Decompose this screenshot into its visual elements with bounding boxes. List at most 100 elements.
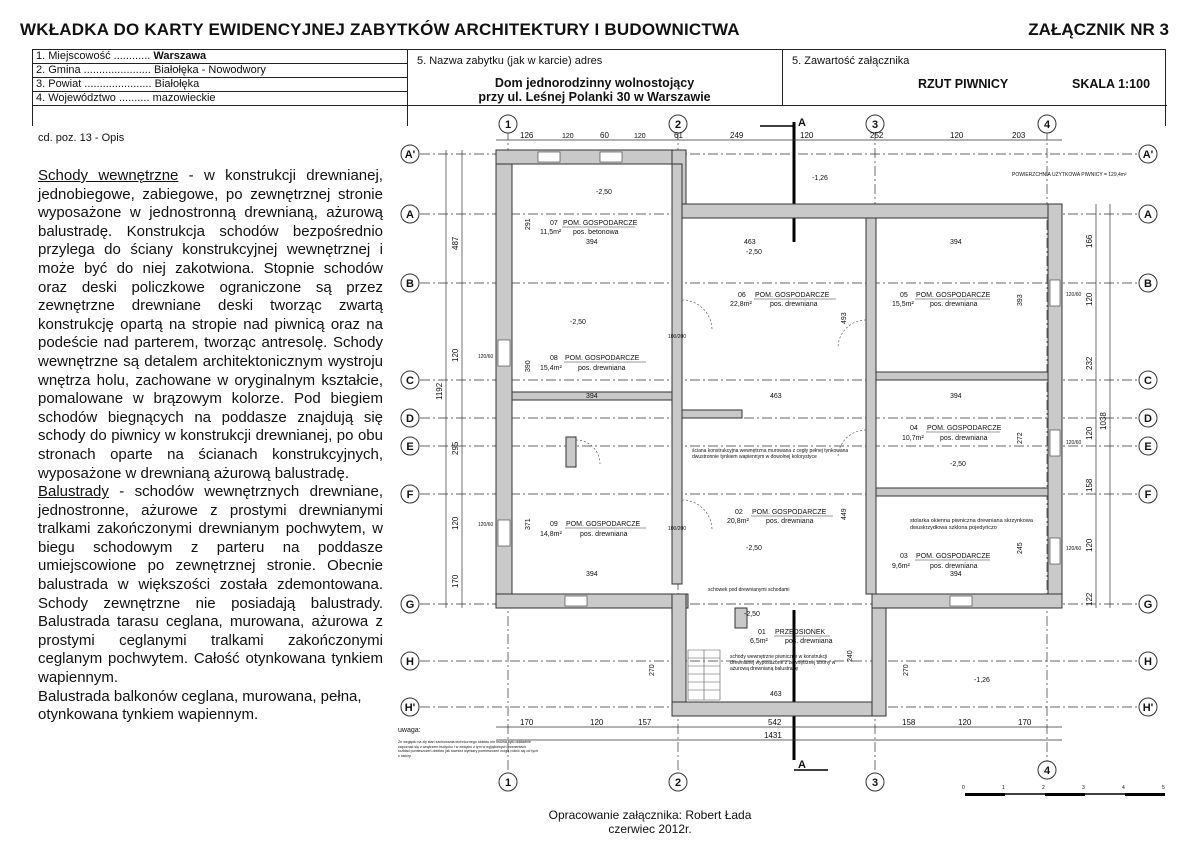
room-08: 08 POM. GOSPODARCZE 15,4m² pos. drewnian… bbox=[540, 355, 646, 372]
dim-text: 394 bbox=[586, 393, 598, 400]
wall-inner-f-right bbox=[875, 487, 1049, 497]
dim-text: 170 bbox=[520, 718, 534, 727]
dim-text: 390 bbox=[525, 360, 532, 372]
level-mark: -2,50 bbox=[744, 611, 760, 618]
storage-note: schowek pod drewnianymi schodami bbox=[708, 587, 789, 593]
dim-text: 463 bbox=[744, 239, 756, 246]
scale-tick: 3 bbox=[1082, 785, 1085, 791]
dim-text: 203 bbox=[1012, 131, 1026, 140]
wall-stair-east bbox=[871, 593, 887, 717]
wall-south-left bbox=[495, 593, 689, 609]
room-06: 06 POM. GOSPODARCZE 22,8m² pos. drewnian… bbox=[730, 292, 836, 308]
svg-text:03: 03 bbox=[900, 553, 908, 560]
svg-text:POM. GOSPODARCZE: POM. GOSPODARCZE bbox=[565, 355, 640, 362]
dim-text: 393 bbox=[1017, 294, 1024, 306]
svg-text:POM. GOSPODARCZE: POM. GOSPODARCZE bbox=[916, 553, 991, 560]
dim-text: 291 bbox=[525, 218, 532, 230]
dim-text: 122 bbox=[1085, 592, 1094, 606]
svg-text:09: 09 bbox=[550, 521, 558, 528]
bottom-dimension-line: 170 120 157 542 158 120 170 1431 bbox=[496, 718, 1062, 741]
inner-dimensions: 394 463 394 394 463 394 394 463 394 291 … bbox=[525, 218, 1024, 698]
dim-text: 272 bbox=[1017, 432, 1024, 444]
column-marker-bottom: 3 bbox=[872, 777, 878, 789]
row-marker-right: A bbox=[1144, 209, 1152, 221]
row-marker-left: A bbox=[406, 209, 414, 221]
header-divider-2 bbox=[782, 49, 783, 106]
svg-text:POM. GOSPODARCZE: POM. GOSPODARCZE bbox=[916, 292, 991, 299]
row-marker-right: A' bbox=[1143, 149, 1154, 161]
svg-text:POM. GOSPODARCZE: POM. GOSPODARCZE bbox=[752, 509, 827, 516]
windows bbox=[497, 151, 1061, 607]
row-marker-left: G bbox=[406, 599, 415, 611]
column-markers-top: 1 2 A 3 4 bbox=[498, 114, 1057, 134]
level-mark: -2,50 bbox=[570, 319, 586, 326]
svg-text:10,7m²: 10,7m² bbox=[902, 435, 924, 442]
dim-text: 1038 bbox=[1099, 412, 1108, 430]
dim-text: 170 bbox=[1018, 718, 1032, 727]
dim-text: 61 bbox=[674, 131, 683, 140]
area-note: POWIERZCHNIA UŻYTKOWA PIWNICY = 129,4m² bbox=[1012, 171, 1127, 178]
row-marker-left: F bbox=[407, 489, 414, 501]
field-voivodeship: 4. Województwo .......... mazowieckie bbox=[32, 92, 407, 106]
left-dimension-line: 1192 487 295 120 120 170 bbox=[435, 150, 463, 608]
wall-inner-vertical-2 bbox=[671, 163, 683, 585]
svg-text:pos. betonowa: pos. betonowa bbox=[573, 229, 619, 236]
svg-text:07: 07 bbox=[550, 220, 558, 227]
wall-inner-c-left bbox=[511, 391, 673, 401]
wall-inner-stub bbox=[565, 436, 577, 468]
column-marker-top: 1 bbox=[505, 119, 511, 131]
column-marker-top: 4 bbox=[1044, 119, 1051, 131]
svg-text:01: 01 bbox=[758, 629, 766, 636]
section-marker-bottom: A bbox=[798, 759, 806, 771]
scale-tick: 2 bbox=[1042, 785, 1045, 791]
dim-text: 1192 bbox=[435, 382, 444, 400]
opening-label: 120/60 bbox=[478, 522, 494, 528]
dim-text: 120 bbox=[800, 131, 814, 140]
field-commune: 2. Gmina ...................... Białołęk… bbox=[32, 64, 407, 78]
level-mark: -2,50 bbox=[746, 545, 762, 552]
dim-text: 120 bbox=[634, 133, 646, 140]
room-07: 07 POM. GOSPODARCZE 11,5m² pos. betonowa bbox=[540, 220, 638, 236]
svg-text:POM. GOSPODARCZE: POM. GOSPODARCZE bbox=[755, 292, 830, 299]
row-marker-left: A' bbox=[405, 149, 416, 161]
field-locality: 1. Miejscowość ............ Warszawa bbox=[32, 50, 407, 64]
description-text: Schody wewnętrzne - w konstrukcji drewni… bbox=[38, 167, 383, 725]
opening-label: 120/60 bbox=[478, 354, 494, 360]
scale-tick: 4 bbox=[1122, 785, 1125, 791]
level-mark: -1,26 bbox=[812, 175, 828, 182]
dim-text: 120 bbox=[1085, 426, 1094, 440]
row-marker-left: H bbox=[406, 656, 414, 668]
column-marker-top: 3 bbox=[872, 119, 878, 131]
dim-text: 394 bbox=[950, 393, 962, 400]
svg-text:pos. drewniana: pos. drewniana bbox=[930, 301, 978, 308]
header-bottom-line bbox=[407, 105, 1167, 106]
room-01: 01 PRZEDSIONEK 6,5m² pos. drewniana bbox=[750, 629, 833, 645]
svg-text:05: 05 bbox=[900, 292, 908, 299]
header-fields: 1. Miejscowość ............ Warszawa 2. … bbox=[32, 50, 407, 106]
wall-inner-d-mid bbox=[681, 409, 743, 419]
window-note: stolarka okienna piwniczna drewniana skr… bbox=[910, 518, 1033, 531]
dim-text: 463 bbox=[770, 393, 782, 400]
row-marker-right: C bbox=[1144, 375, 1152, 387]
column-markers-bottom: 1 2 A 3 4 bbox=[498, 759, 1057, 792]
svg-text:6,5m²: 6,5m² bbox=[750, 638, 769, 645]
svg-text:15,5m²: 15,5m² bbox=[892, 301, 914, 308]
row-marker-right: H bbox=[1144, 656, 1152, 668]
dim-text: 394 bbox=[950, 571, 962, 578]
dim-text: 120 bbox=[958, 718, 972, 727]
document-title: WKŁADKA DO KARTY EWIDENCYJNEJ ZABYTKÓW A… bbox=[20, 20, 740, 39]
dim-text: 120 bbox=[562, 133, 574, 140]
svg-text:9,6m²: 9,6m² bbox=[892, 563, 911, 570]
section-line bbox=[760, 122, 828, 771]
monument-name-line-1: Dom jednorodzinny wolnostojący bbox=[494, 76, 695, 90]
wall-inner-vertical-3 bbox=[865, 217, 877, 595]
prepared-date: czerwiec 2012r. bbox=[608, 822, 692, 836]
opening-labels: 120/60 120/60 120/60 120/60 120/60 100/2… bbox=[478, 292, 1082, 552]
dim-text: 126 bbox=[520, 131, 534, 140]
row-marker-right: F bbox=[1145, 489, 1152, 501]
level-mark: -2,50 bbox=[950, 461, 966, 468]
room-03: 03 POM. GOSPODARCZE 9,6m² pos. drewniana bbox=[892, 553, 991, 570]
dim-text: 449 bbox=[841, 508, 848, 520]
svg-text:04: 04 bbox=[910, 425, 918, 432]
wall-north-left bbox=[495, 149, 687, 165]
